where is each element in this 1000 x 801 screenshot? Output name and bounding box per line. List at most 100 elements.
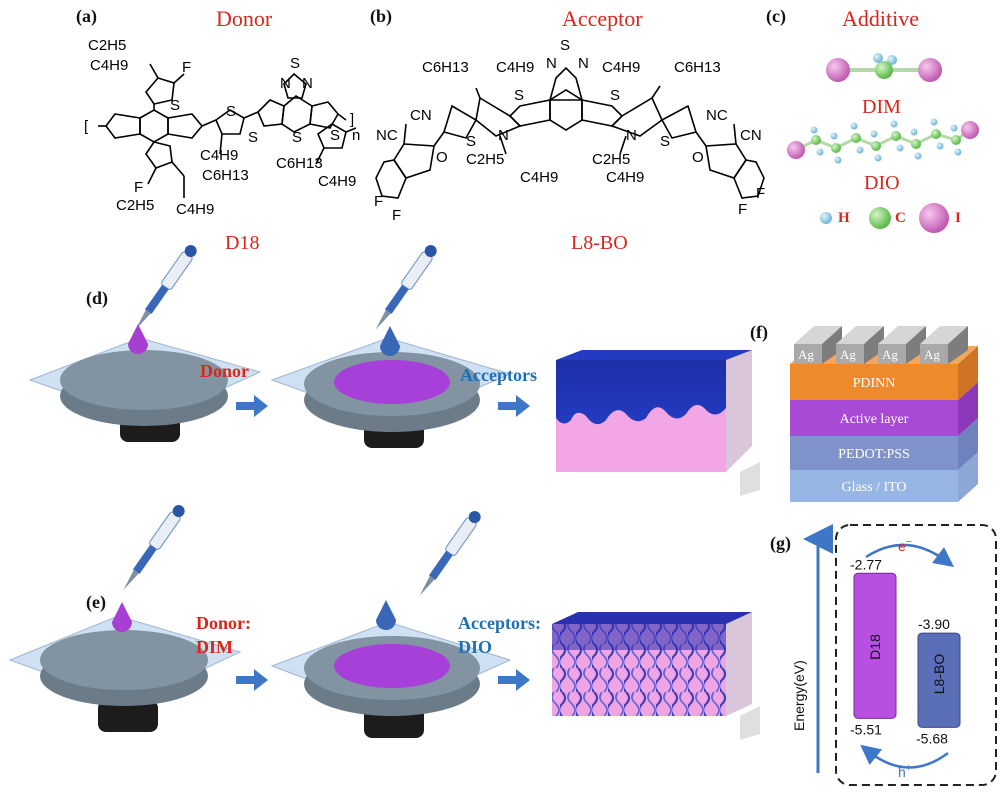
- l8bo-f-2: F: [392, 207, 401, 224]
- step-label-acceptors-dio-2: DIO: [458, 637, 493, 657]
- l8bo-s-4: S: [660, 133, 670, 150]
- donor-bar-label: D18: [867, 634, 883, 660]
- l8bo-c4h9-low-right: C4H9: [606, 169, 644, 186]
- pipette-4: [419, 511, 481, 596]
- polymer-bracket-right: ]: [350, 111, 354, 128]
- l8bo-c2h5-right: C2H5: [592, 151, 630, 168]
- d18-c4h9-mid: C4H9: [200, 147, 238, 164]
- legend-c-label: C: [895, 210, 906, 226]
- spin-coater-2: [270, 337, 512, 448]
- legend-h-label: H: [838, 210, 850, 226]
- panel-label-g: (g): [770, 533, 791, 553]
- l8bo-s-1: S: [514, 87, 524, 104]
- acceptor-title: Acceptor: [562, 6, 643, 31]
- layer-pdinn: [790, 364, 958, 400]
- sequential-film: [556, 350, 760, 496]
- d18-s-thiadiazole: S: [290, 55, 300, 72]
- arrow-e-1: [236, 669, 268, 691]
- l8bo-cn-left: CN: [410, 107, 432, 124]
- donor-dim-droplet: [112, 602, 132, 632]
- step-label-donor-dim-2: DIM: [196, 637, 233, 657]
- pipette-1: [135, 245, 197, 330]
- ag-electrodes: [794, 326, 968, 364]
- arrow-e-2: [498, 669, 530, 691]
- d18-c2h5-bottom: C2H5: [116, 197, 154, 214]
- polymer-bracket-left: [: [84, 118, 89, 135]
- arrow-d-1: [236, 395, 268, 417]
- donor-lumo-value: -2.77: [850, 556, 882, 572]
- ag-label-3: Ag: [882, 347, 898, 362]
- l8bo-o-right: O: [692, 149, 704, 166]
- spin-coater-3: [8, 615, 242, 732]
- legend-h-ball: [820, 212, 832, 224]
- ag-label-1: Ag: [798, 347, 814, 362]
- l8bo-c4h9-low-left: C4H9: [520, 169, 558, 186]
- l8bo-cn-right: CN: [740, 127, 762, 144]
- panel-label-a: (a): [76, 6, 97, 26]
- acceptor-lumo-value: -3.90: [918, 616, 950, 632]
- pipette-2: [375, 245, 437, 330]
- d18-s-5: S: [330, 127, 340, 144]
- legend-i-ball: [919, 203, 949, 233]
- process-row-e: [8, 505, 760, 740]
- arrow-d-2: [498, 395, 530, 417]
- dio-model: [795, 128, 971, 152]
- electron-transfer-arrow: [865, 543, 955, 567]
- d18-c2h5-top: C2H5: [88, 37, 126, 54]
- l8bo-nc-left: NC: [376, 127, 398, 144]
- l8bo-n-4: N: [626, 127, 637, 144]
- panel-label-f: (f): [750, 322, 768, 342]
- panel-label-d: (d): [86, 288, 108, 308]
- l8bo-s-3: S: [466, 133, 476, 150]
- d18-structure: [ ] n C2H5 C4H9 F F C2H5 C4H9 C4H9 C6H13…: [84, 37, 360, 218]
- step-label-acceptors: Acceptors: [460, 365, 537, 385]
- ag-label-2: Ag: [840, 347, 856, 362]
- acceptor-dio-droplet: [376, 600, 396, 630]
- d18-f-bottom: F: [134, 179, 143, 196]
- dim-name: DIM: [862, 96, 901, 118]
- layer-label-pedot: PEDOT:PSS: [838, 447, 910, 462]
- l8bo-n-2: N: [578, 55, 589, 72]
- d18-name: D18: [225, 232, 260, 254]
- hole-transfer-arrow: [860, 744, 949, 769]
- l8bo-c2h5-left: C2H5: [466, 151, 504, 168]
- donor-title: Donor: [216, 6, 273, 31]
- device-stack: Ag Ag Ag Ag PDINN Active layer PEDOT:PSS…: [790, 326, 978, 502]
- legend-i-label: I: [955, 210, 961, 226]
- layer-pedot-pss: [790, 436, 958, 470]
- donor-energy-bar: [853, 572, 897, 719]
- l8bo-f-4: F: [756, 185, 765, 202]
- layer-glass-ito: [790, 470, 958, 502]
- pipette-3: [123, 505, 185, 590]
- d18-s-4: S: [292, 129, 302, 146]
- d18-c6h13-right: C6H13: [276, 155, 323, 172]
- l8bo-f-1: F: [374, 193, 383, 210]
- dim-model: [826, 53, 942, 82]
- process-row-d: [28, 245, 760, 496]
- d18-s-3: S: [248, 129, 258, 146]
- acceptor-homo-value: -5.68: [916, 730, 948, 746]
- dio-name: DIO: [864, 172, 900, 194]
- donor-homo-value: -5.51: [850, 721, 882, 737]
- l8bo-n-3: N: [498, 127, 509, 144]
- d18-n-left: N: [280, 75, 291, 92]
- l8bo-nc-right: NC: [706, 107, 728, 124]
- panel-label-b: (b): [370, 6, 392, 26]
- hole-label: h+: [898, 763, 912, 780]
- step-label-donor-dim-1: Donor:: [196, 613, 251, 633]
- d18-f-top: F: [182, 59, 191, 76]
- acceptor-energy-bar: [917, 632, 961, 728]
- legend-c-ball: [869, 207, 891, 229]
- d18-n-right: N: [302, 75, 313, 92]
- l8bo-structure: C6H13 C4H9 C4H9 C6H13 CN NC NC CN C2H5 C…: [374, 37, 765, 224]
- additive-title: Additive: [842, 6, 919, 31]
- l8bo-c4h9-right: C4H9: [602, 59, 640, 76]
- l8bo-o-left: O: [436, 149, 448, 166]
- ag-label-4: Ag: [924, 347, 940, 362]
- l8bo-s-thiadiazole: S: [560, 37, 570, 54]
- d18-s-2: S: [226, 103, 236, 120]
- layer-label-ito: Glass / ITO: [841, 480, 906, 495]
- step-label-donor: Donor: [200, 361, 249, 381]
- l8bo-f-3: F: [738, 201, 747, 218]
